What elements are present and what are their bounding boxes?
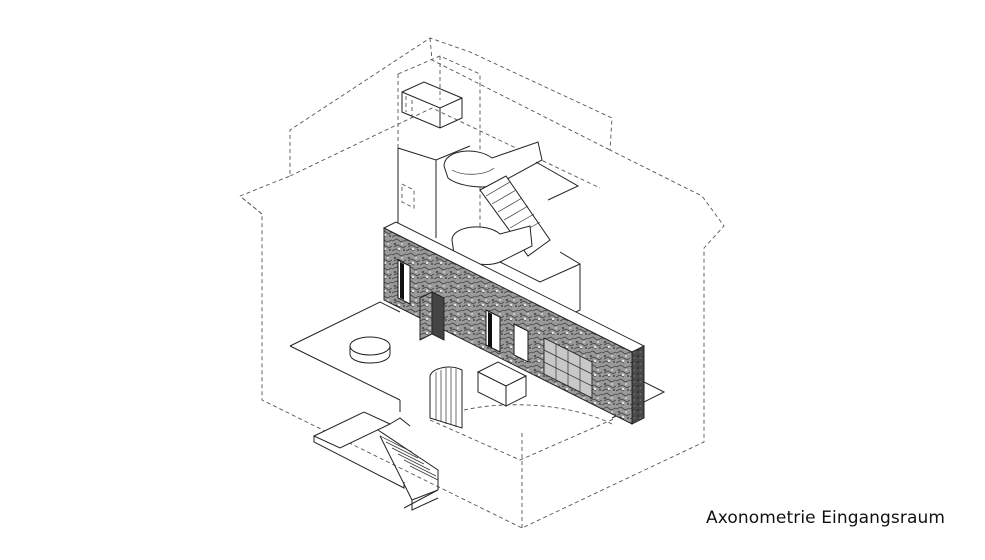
spiral-staircase (443, 141, 581, 331)
stone-wall (382, 221, 646, 425)
open-door (419, 291, 445, 341)
exterior-staircase (312, 411, 439, 511)
drawing-caption: Axonometrie Eingangsraum (706, 508, 946, 528)
curved-screen (429, 366, 463, 429)
bench (476, 361, 528, 407)
round-stool (349, 336, 391, 364)
